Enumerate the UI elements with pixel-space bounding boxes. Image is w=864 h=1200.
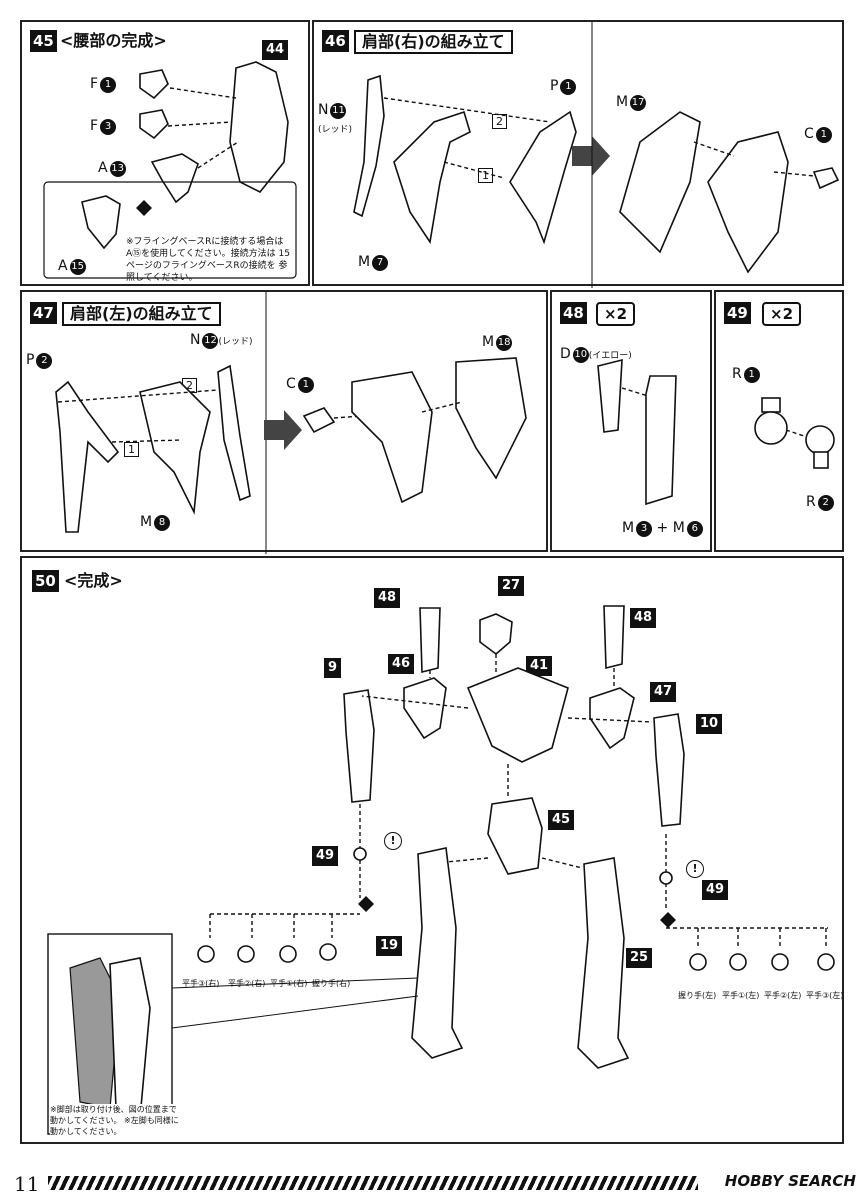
hand-label-left: 平手①(左) (722, 991, 760, 1000)
step-number: 47 (30, 302, 57, 324)
hand-label-left: 平手②(左) (764, 991, 802, 1000)
step-title: <完成> (64, 571, 123, 590)
step-number: 50 (32, 570, 59, 592)
order-box: 2 (492, 114, 507, 129)
step-note: ※フライングベースRに接続する場合は A⑮を使用してください。接続方法は 15ペ… (126, 237, 290, 283)
step-number: 48 (560, 302, 587, 324)
caution-icon: ! (384, 832, 402, 850)
ref-tag: 46 (388, 654, 415, 674)
order-box: 1 (124, 442, 139, 457)
hand-label-right: 握り手(右) (312, 979, 351, 988)
step-title: <腰部の完成> (60, 31, 167, 50)
ref-tag: 25 (626, 948, 653, 968)
ref-tag: 9 (324, 658, 342, 678)
ref-tag: 45 (548, 810, 575, 830)
ref-tag: 49 (702, 880, 729, 900)
ref-tag: 41 (526, 656, 553, 676)
ref-tag: 19 (376, 936, 403, 956)
hand-label-left: 握り手(左) (678, 991, 717, 1000)
cover-illustration (597, 358, 677, 506)
ref-tag: 49 (312, 846, 339, 866)
times-badge: ×2 (596, 302, 636, 326)
ref-tag: 47 (650, 682, 677, 702)
step-title: 肩部(左)の組み立て (62, 302, 221, 326)
ref-tag: 27 (498, 576, 525, 596)
final-assembly-illustration (47, 605, 835, 1135)
joint-illustration (754, 397, 835, 469)
shoulder-right-illustration (353, 22, 840, 288)
caution-icon: ! (686, 860, 704, 878)
hand-label-right: 平手①(右) (270, 979, 308, 988)
brand-watermark: HOBBY SEARCH (724, 1172, 856, 1190)
ref-tag: 48 (630, 608, 657, 628)
waist-assembly-illustration (43, 61, 297, 279)
hand-label-right: 平手②(右) (228, 979, 266, 988)
hand-label-right: 平手③(右) (182, 979, 220, 988)
footer-stripe (48, 1176, 698, 1190)
step-number: 46 (322, 30, 349, 52)
step-title: 肩部(右)の組み立て (354, 30, 513, 54)
ref-tag: 44 (262, 40, 289, 60)
step-number: 49 (724, 302, 751, 324)
ref-tag: 10 (696, 714, 723, 734)
page-number: 11 (14, 1172, 40, 1196)
step-note: ※脚部は取り付け後、図の位置まで 動かしてください。 ※左脚も同様に動かしてくだ… (50, 1104, 180, 1137)
ref-tag: 48 (374, 588, 401, 608)
shoulder-left-illustration (55, 292, 527, 554)
hand-label-left: 平手③(左) (806, 991, 844, 1000)
part-color: (レッド) (318, 125, 353, 135)
times-badge: ×2 (762, 302, 802, 326)
step-number: 45 (30, 30, 57, 52)
step-50-panel: 50 <完成> 48 27 48 9 46 41 47 10 45 49 49 … (20, 556, 844, 1144)
